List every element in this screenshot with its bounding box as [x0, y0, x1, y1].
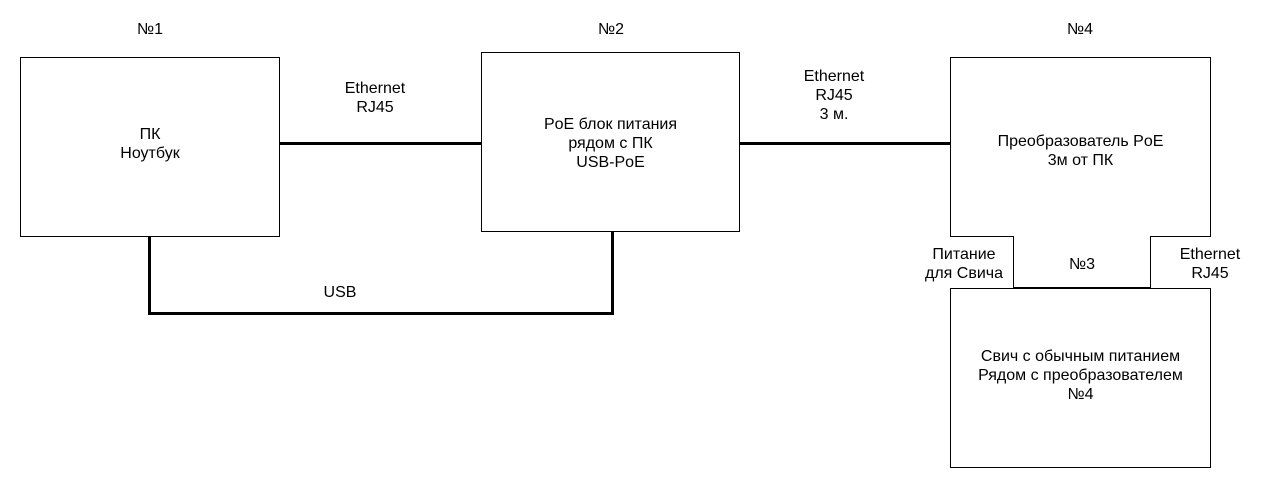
- node-4-label: Преобразователь PoE 3м от ПК: [997, 133, 1164, 169]
- edge-label-pc-poe: Ethernet RJ45: [344, 80, 406, 116]
- edge-label-poe-converter: Ethernet RJ45 3 м.: [803, 68, 865, 123]
- node-2-label: PoE блок питания рядом с ПК USB-PoE: [543, 116, 678, 171]
- wire-pc-poe: [280, 142, 481, 145]
- node-1-box: [20, 57, 280, 237]
- node-1-label: ПК Ноутбук: [120, 126, 180, 162]
- node-3-label: Свич с обычным питанием Рядом с преобраз…: [978, 348, 1183, 403]
- node-1-number: №1: [136, 21, 164, 38]
- node-3-box: [950, 288, 1211, 468]
- node-4-number: №4: [1066, 21, 1094, 38]
- edge-label-usb: USB: [323, 284, 357, 301]
- node-2-number: №2: [597, 21, 625, 38]
- wire-poe-converter: [740, 142, 950, 145]
- node-2-box: [481, 52, 740, 232]
- usb-wire-left: [148, 237, 151, 314]
- edge-label-ethernet-switch: Ethernet RJ45: [1179, 246, 1241, 282]
- usb-wire-right: [611, 232, 614, 315]
- edge-label-power: Питание для Свича: [924, 246, 1003, 282]
- node-3-header: [1013, 236, 1151, 288]
- node-3-number: №3: [1068, 256, 1096, 273]
- usb-wire-bottom: [148, 312, 614, 315]
